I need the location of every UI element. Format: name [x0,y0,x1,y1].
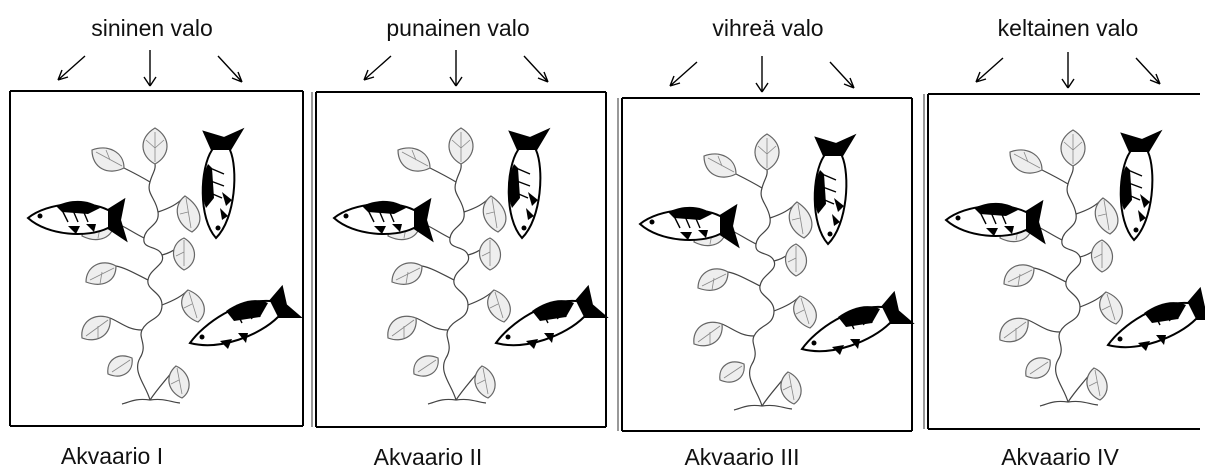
light-label-3: vihreä valo [712,15,823,41]
tank-content-1 [28,128,300,404]
aquarium-label-1: Akvaario I [61,443,163,469]
aquarium-label-4: Akvaario IV [1001,444,1119,470]
tank-content-2 [334,128,606,404]
tank-2 [311,91,607,428]
aquarium-2: punainen valo Akvaario II [311,15,607,470]
aquarium-3: vihreä valo Akvaario III [617,15,913,470]
light-label-1: sininen valo [91,15,212,41]
aquarium-label-2: Akvaario II [374,444,483,470]
light-arrows-2 [363,49,549,87]
aquarium-1: sininen valo Akvaario I [9,15,304,469]
light-label-2: punainen valo [386,15,529,41]
tank-1 [9,90,304,427]
light-arrows-1 [57,49,243,87]
light-arrows-3 [669,55,855,93]
aquarium-4: keltainen valo Akvaario IV [923,15,1205,470]
aquarium-label-3: Akvaario III [684,444,799,470]
tank-content-4 [946,130,1205,406]
light-arrows-4 [975,51,1161,89]
tank-content-3 [640,134,912,410]
light-label-4: keltainen valo [998,15,1139,41]
tank-4 [923,93,1200,430]
tank-3 [617,97,913,432]
